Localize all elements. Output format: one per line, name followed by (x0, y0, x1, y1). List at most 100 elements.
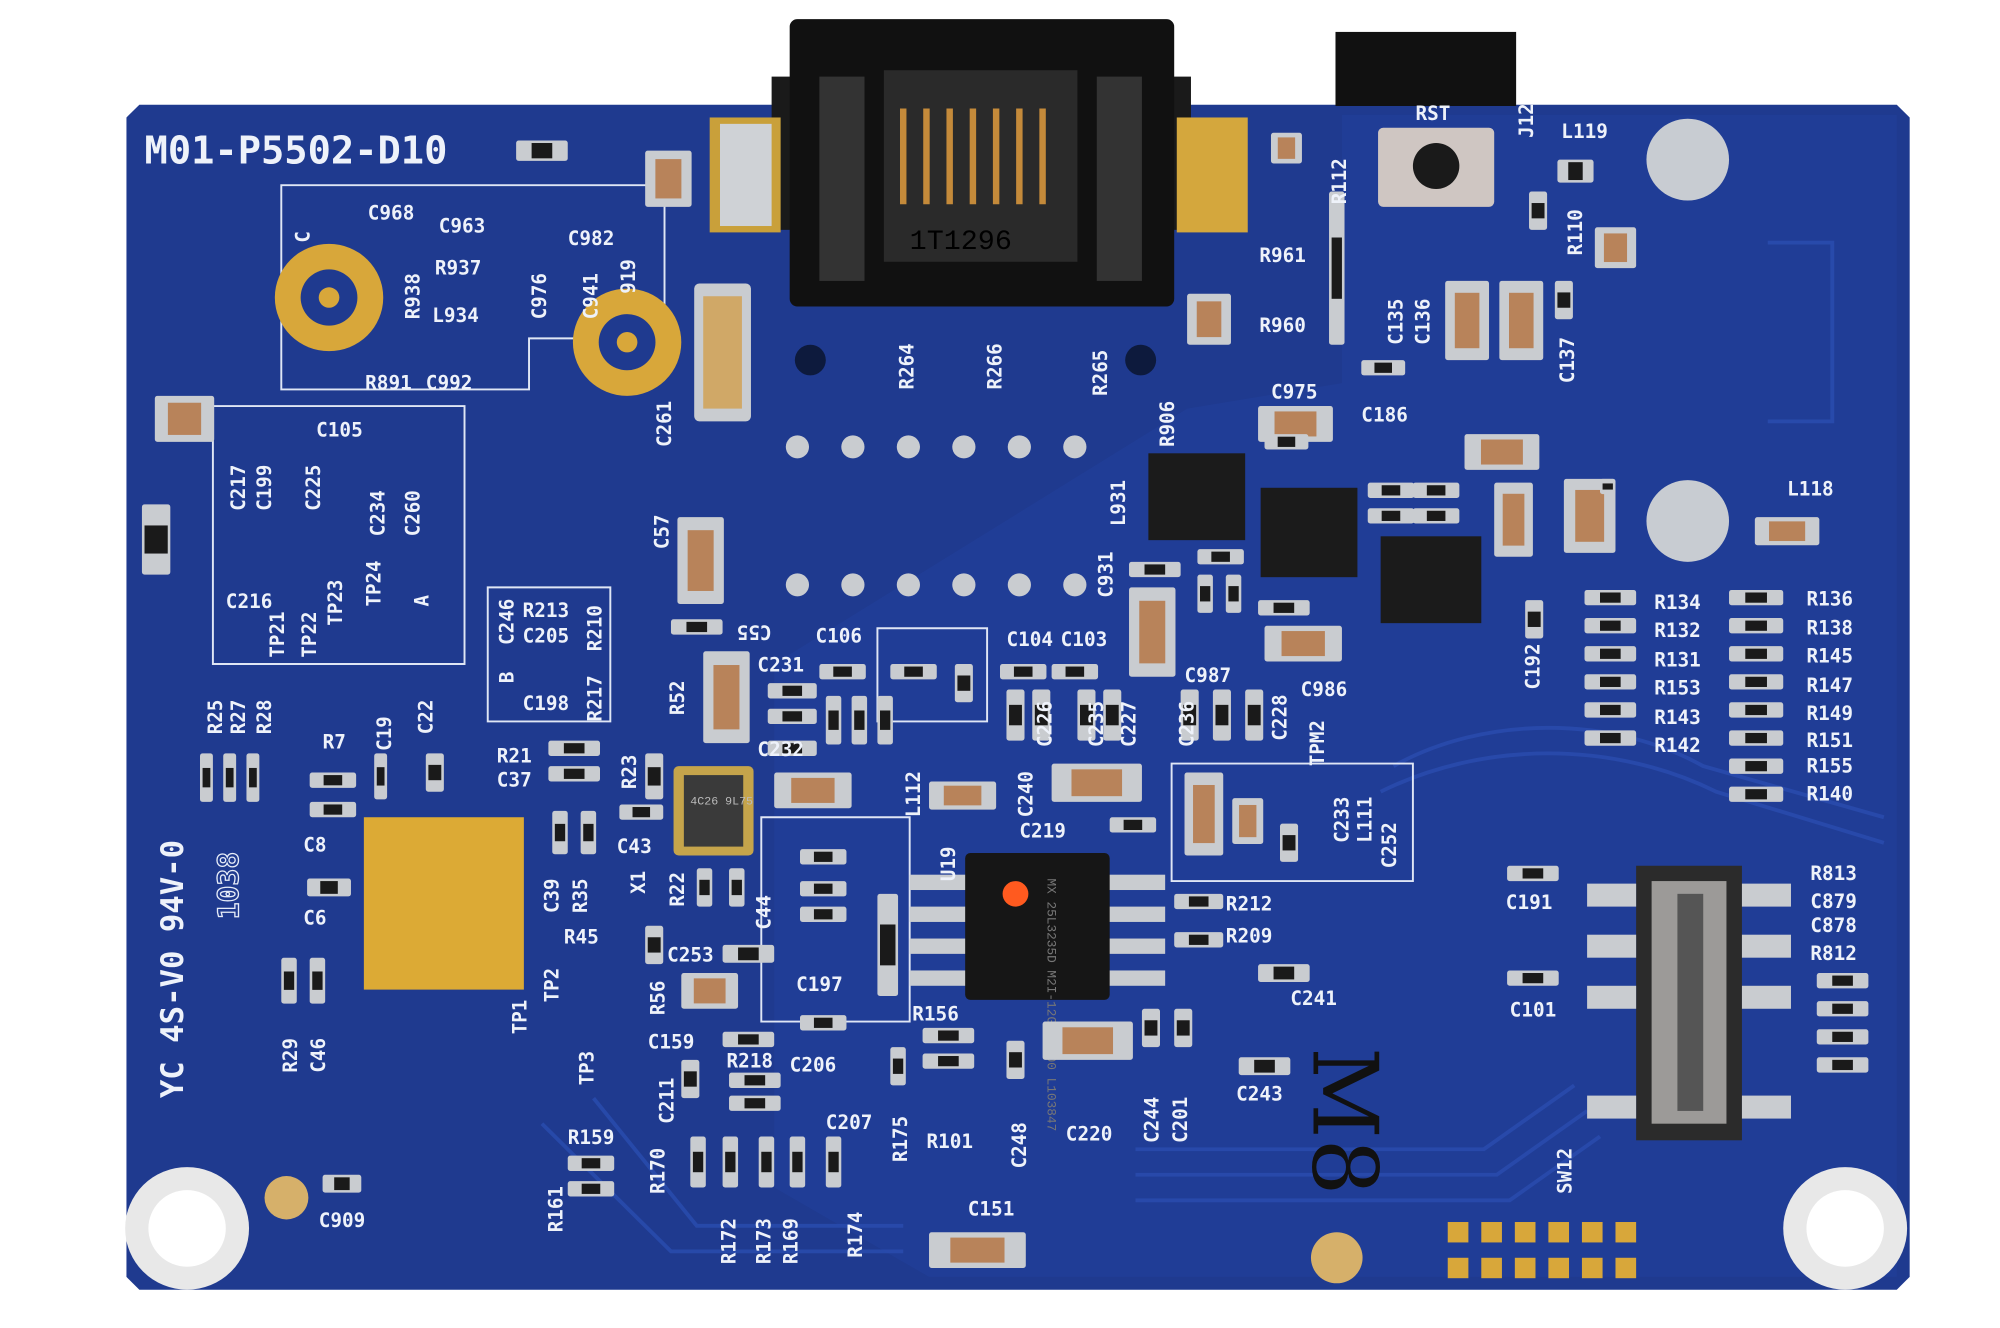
smd-part (1816, 1029, 1869, 1045)
reset-button[interactable] (1378, 127, 1495, 207)
smd-part (1507, 865, 1559, 882)
silkscreen-label: C22 (414, 700, 437, 735)
smd-part (281, 957, 297, 1004)
silkscreen-label: C976 (528, 273, 551, 319)
smd-part (1557, 159, 1594, 183)
header-pad (1447, 1257, 1469, 1279)
silkscreen-label: R159 (568, 1126, 615, 1149)
smd-part (1174, 932, 1224, 948)
silkscreen-label: R891 (365, 372, 412, 395)
smd-part (681, 1059, 700, 1099)
pin-pad (952, 435, 976, 459)
smd-part (1077, 689, 1096, 741)
smd-part (1729, 702, 1784, 718)
silkscreen-label: C159 (648, 1030, 695, 1053)
silkscreen-label: R52 (666, 680, 689, 715)
smd-part (1000, 664, 1047, 680)
smd-part (681, 973, 739, 1009)
silkscreen-label: L934 (432, 304, 479, 327)
silkscreen-label: TPM2 (1306, 720, 1329, 766)
silkscreen-label: C39 (541, 878, 564, 913)
smd-part (1264, 434, 1309, 450)
smd-part (890, 1047, 906, 1086)
silkscreen-label: SW12 (1554, 1148, 1577, 1194)
silkscreen-label: R147 (1806, 674, 1853, 697)
smd-part (1129, 587, 1176, 677)
silkscreen-label: C226 (1034, 701, 1057, 747)
silkscreen-label: C225 (302, 465, 325, 511)
silkscreen-label: L112 (902, 771, 925, 817)
smd-part (223, 753, 237, 802)
smd-part (309, 772, 357, 788)
smd-part (1563, 478, 1616, 553)
smd-part (200, 753, 213, 802)
smd-part (1816, 973, 1869, 989)
silkscreen-label: C252 (1378, 822, 1401, 868)
silkscreen-label: C975 (1271, 380, 1318, 403)
magnetics-pins (785, 435, 1087, 597)
board-rating: YC 4S-V0 94V-0 (155, 840, 191, 1098)
smd-part (690, 1136, 706, 1188)
silkscreen-label: R132 (1654, 619, 1701, 642)
smd-part (1197, 549, 1244, 565)
silkscreen-label: A (410, 595, 433, 607)
smd-part (1103, 689, 1122, 741)
silkscreen-label: C186 (1361, 403, 1408, 426)
smd-part (1006, 1040, 1025, 1079)
smd-part (1816, 1001, 1869, 1017)
smd-part (1494, 482, 1533, 557)
silkscreen-label: C55 (737, 621, 772, 644)
silkscreen-label: C992 (426, 372, 473, 395)
smd-part (851, 695, 868, 745)
smd-part (929, 781, 997, 810)
smd-part (1729, 646, 1784, 662)
silkscreen-label: R138 (1806, 617, 1853, 640)
silkscreen-label: R213 (523, 599, 570, 622)
silkscreen-label: R140 (1806, 783, 1853, 806)
silkscreen-label: R170 (646, 1148, 669, 1194)
smd-part (1264, 625, 1342, 662)
silkscreen-label: C234 (366, 490, 389, 536)
silkscreen-label: R217 (583, 675, 606, 721)
silkscreen-label: C879 (1810, 890, 1857, 913)
smd-part (1367, 482, 1415, 498)
chip-marking: MX 25L3235D M2I-12G 5D000 L103847 (1044, 879, 1059, 1132)
header-pad (1615, 1257, 1637, 1279)
silkscreen-label: C (292, 231, 315, 243)
smd-part (1141, 1008, 1160, 1048)
silkscreen-label: R131 (1654, 649, 1701, 672)
smd-part (1584, 646, 1637, 662)
silkscreen-label: R25 (204, 700, 227, 735)
silkscreen-label: C197 (796, 973, 843, 996)
ethernet-jack[interactable]: 1T1296 (771, 19, 1191, 307)
silkscreen-label: R145 (1806, 645, 1853, 668)
silkscreen-label: R22 (666, 872, 689, 907)
pin-pad (896, 435, 920, 459)
smd-part (516, 140, 568, 161)
silkscreen-label: C135 (1384, 299, 1407, 345)
pin-pad (841, 573, 865, 597)
silkscreen-label: C235 (1085, 701, 1108, 747)
silkscreen-label: C982 (568, 227, 615, 250)
slide-switch-sw12[interactable] (1587, 865, 1791, 1141)
silkscreen-label: C931 (1094, 551, 1117, 597)
handwritten-mark: M8 (1291, 1047, 1396, 1195)
smd-part (670, 619, 723, 635)
silkscreen-label: R813 (1810, 862, 1857, 885)
smd-part (1729, 674, 1784, 690)
smd-part (877, 893, 899, 996)
silkscreen-label: C192 (1521, 643, 1544, 689)
smd-part (1584, 730, 1637, 746)
power-connector[interactable] (1335, 31, 1517, 106)
silkscreen-label: R21 (497, 744, 532, 767)
silkscreen-label: C199 (253, 465, 276, 511)
smd-part (1729, 758, 1784, 774)
silkscreen-label: R174 (844, 1212, 867, 1258)
smd-part (819, 664, 866, 680)
smd-part (1225, 574, 1242, 613)
pin-pad (1007, 435, 1031, 459)
silkscreen-label: C244 (1141, 1097, 1164, 1143)
smd-part (1584, 702, 1637, 718)
silkscreen-label: TP3 (575, 1051, 598, 1086)
